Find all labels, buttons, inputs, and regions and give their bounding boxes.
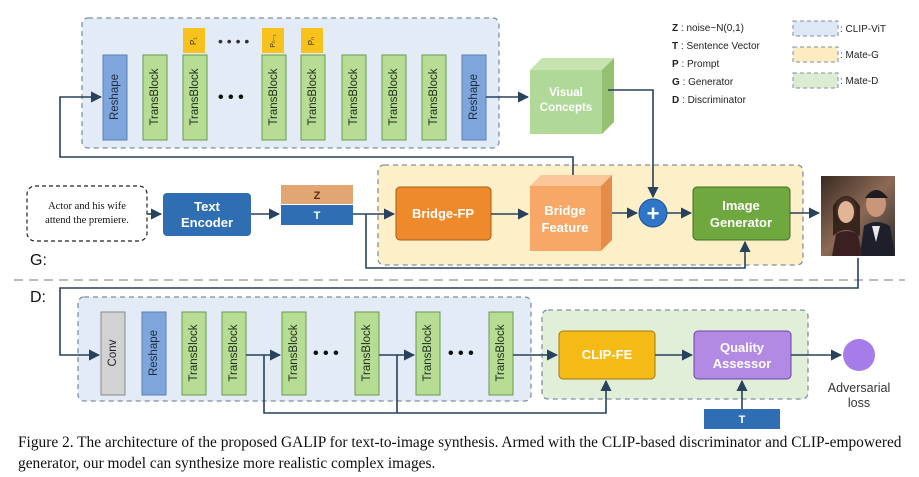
prompt-pn-1: Pₙ₋₁ bbox=[262, 28, 284, 53]
svg-text:TransBlock: TransBlock bbox=[188, 324, 200, 381]
d-section-label: D: bbox=[30, 289, 46, 306]
svg-text:Reshape: Reshape bbox=[109, 74, 121, 120]
text-encoder: Text Encoder bbox=[163, 193, 251, 236]
svg-text:Concepts: Concepts bbox=[540, 102, 592, 114]
svg-text:T : Sentence Vector: T : Sentence Vector bbox=[672, 41, 761, 52]
svg-text:Conv: Conv bbox=[107, 339, 119, 366]
svg-text:TransBlock: TransBlock bbox=[361, 324, 373, 381]
svg-text:: Mate-D: : Mate-D bbox=[840, 76, 878, 87]
svg-text:T: T bbox=[739, 414, 746, 426]
svg-text:D : Discriminator: D : Discriminator bbox=[672, 95, 747, 106]
svg-text:Generator: Generator bbox=[710, 215, 772, 230]
svg-text:P : Prompt: P : Prompt bbox=[672, 59, 719, 70]
g-block-dots: • • • bbox=[218, 89, 244, 106]
bridge-feature: Bridge Feature bbox=[530, 175, 612, 251]
svg-text:Pₙ₋₁: Pₙ₋₁ bbox=[270, 34, 277, 48]
svg-text:Encoder: Encoder bbox=[181, 215, 233, 230]
svg-text:Bridge-FP: Bridge-FP bbox=[412, 206, 474, 221]
bridge-fp: Bridge-FP bbox=[395, 186, 492, 241]
d-transblock-1: TransBlock bbox=[181, 311, 207, 396]
d-transblock-4: TransBlock bbox=[354, 311, 380, 396]
text-prompt-input: Actor and his wife attend the premiere. bbox=[26, 185, 148, 242]
svg-text:Assessor: Assessor bbox=[713, 356, 772, 371]
generated-image bbox=[821, 176, 895, 256]
svg-text:TransBlock: TransBlock bbox=[268, 68, 280, 125]
svg-text:Actor and his wife: Actor and his wife bbox=[48, 201, 126, 212]
caption-text: The architecture of the proposed GALIP f… bbox=[18, 434, 902, 472]
z-t-vector: Z T bbox=[281, 185, 353, 225]
d-block-dots-2: • • • bbox=[448, 345, 474, 362]
image-generator: Image Generator bbox=[692, 186, 791, 241]
figure-caption: Figure 2. The architecture of the propos… bbox=[18, 432, 908, 474]
svg-text:: Mate-G: : Mate-G bbox=[840, 50, 879, 61]
g-transblock-3: TransBlock bbox=[261, 54, 287, 141]
svg-text:Feature: Feature bbox=[542, 220, 589, 235]
g-transblock-4: TransBlock bbox=[300, 54, 326, 141]
quality-assessor: Quality Assessor bbox=[693, 330, 792, 380]
architecture-diagram: P₁ • • • • Pₙ₋₁ Pₙ Reshape TransBlock Tr… bbox=[14, 17, 905, 429]
svg-text:TransBlock: TransBlock bbox=[388, 68, 400, 125]
adversarial-loss: Adversarial loss bbox=[828, 339, 891, 410]
g-reshape-left: Reshape bbox=[102, 54, 128, 141]
svg-text:Text: Text bbox=[194, 199, 220, 214]
svg-text:Image: Image bbox=[722, 198, 760, 213]
svg-text:Quality: Quality bbox=[720, 340, 765, 355]
g-transblock-7: TransBlock bbox=[421, 54, 447, 141]
svg-text:attend the premiere.: attend the premiere. bbox=[45, 215, 129, 226]
svg-text:Adversarial: Adversarial bbox=[828, 381, 891, 395]
svg-text:TransBlock: TransBlock bbox=[422, 324, 434, 381]
svg-text:Reshape: Reshape bbox=[468, 74, 480, 120]
d-transblock-6: TransBlock bbox=[488, 311, 514, 396]
d-arrows bbox=[59, 258, 859, 414]
d-block-dots-1: • • • bbox=[313, 345, 339, 362]
prompt-dots: • • • • bbox=[218, 33, 249, 49]
g-transblock-5: TransBlock bbox=[341, 54, 367, 141]
svg-text:loss: loss bbox=[848, 396, 870, 410]
svg-text:Z: Z bbox=[314, 190, 321, 202]
g-reshape-right: Reshape bbox=[461, 54, 487, 141]
d-t-vector: T bbox=[704, 409, 780, 429]
svg-text:G : Generator: G : Generator bbox=[672, 77, 734, 88]
svg-text:TransBlock: TransBlock bbox=[348, 68, 360, 125]
d-reshape: Reshape bbox=[141, 311, 167, 396]
prompt-pn: Pₙ bbox=[301, 28, 323, 53]
svg-text:+: + bbox=[647, 201, 660, 226]
svg-text:TransBlock: TransBlock bbox=[149, 68, 161, 125]
svg-text:TransBlock: TransBlock bbox=[495, 324, 507, 381]
g-section-label: G: bbox=[30, 252, 47, 269]
g-transblock-1: TransBlock bbox=[142, 54, 168, 141]
svg-text:Reshape: Reshape bbox=[148, 330, 160, 376]
visual-concepts-box: Visual Concepts bbox=[530, 58, 614, 134]
legend: Z : noise~N(0,1) T : Sentence Vector P :… bbox=[672, 20, 886, 106]
caption-figure-number: Figure 2. bbox=[18, 434, 74, 451]
svg-text:T: T bbox=[314, 210, 321, 222]
svg-text:TransBlock: TransBlock bbox=[189, 68, 201, 125]
svg-text:CLIP-FE: CLIP-FE bbox=[582, 347, 633, 362]
g-transblock-6: TransBlock bbox=[381, 54, 407, 141]
d-transblock-2: TransBlock bbox=[221, 311, 247, 396]
svg-text:Pₙ: Pₙ bbox=[307, 37, 316, 46]
svg-text:: CLIP-ViT: : CLIP-ViT bbox=[840, 24, 886, 35]
d-transblock-5: TransBlock bbox=[415, 311, 441, 396]
svg-text:TransBlock: TransBlock bbox=[428, 68, 440, 125]
g-transblock-2: TransBlock bbox=[182, 54, 208, 141]
svg-text:Visual: Visual bbox=[549, 87, 583, 99]
svg-text:TransBlock: TransBlock bbox=[288, 324, 300, 381]
clip-fe: CLIP-FE bbox=[558, 330, 656, 380]
svg-text:Z : noise~N(0,1): Z : noise~N(0,1) bbox=[672, 23, 744, 34]
svg-text:P₁: P₁ bbox=[189, 37, 198, 45]
d-transblock-3: TransBlock bbox=[281, 311, 307, 396]
g-arrows bbox=[59, 89, 821, 269]
d-conv: Conv bbox=[100, 311, 126, 396]
plus-operator: + bbox=[638, 198, 668, 228]
svg-text:Bridge: Bridge bbox=[544, 203, 585, 218]
svg-text:TransBlock: TransBlock bbox=[228, 324, 240, 381]
svg-text:TransBlock: TransBlock bbox=[307, 68, 319, 125]
prompt-p1: P₁ bbox=[183, 28, 205, 53]
